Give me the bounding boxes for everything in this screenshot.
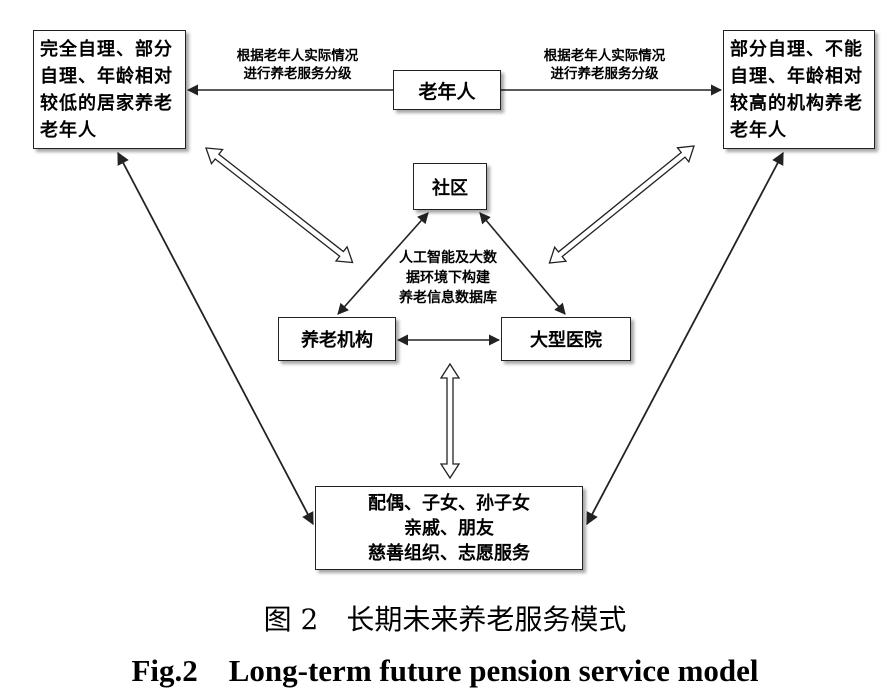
figure-caption-en: Fig.2 Long-term future pension service m… — [131, 653, 759, 688]
note-left-grading: 根据老年人实际情况 进行养老服务分级 — [236, 48, 359, 82]
box-family-support: 配偶、子女、孙子女 亲戚、朋友 慈善组织、志愿服务 — [315, 486, 583, 570]
family-line-3: 慈善组织、志愿服务 — [368, 542, 530, 564]
note-center-database: 人工智能及大数 据环境下构建 养老信息数据库 — [399, 250, 497, 306]
note-right-grading: 根据老年人实际情况 进行养老服务分级 — [543, 48, 666, 82]
hollow-arrow-center — [439, 362, 461, 480]
arrow-right-to-family — [586, 151, 784, 526]
box-elderly: 老年人 — [393, 70, 501, 110]
box-pension-institution-text: 养老机构 — [301, 330, 373, 351]
figure-caption-cn: 图 2 长期未来养老服务模式 — [263, 603, 627, 636]
box-large-hospital-text: 大型医院 — [530, 330, 602, 351]
hollow-arrow-right — [548, 145, 695, 264]
box-home-care-elderly: 完全自理、部分自理、年龄相对较低的居家养老老年人 — [33, 30, 186, 149]
arrow-community-to-institution — [337, 212, 429, 315]
box-institution-care-elderly-text: 部分自理、不能自理、年龄相对较高的机构养老老年人 — [730, 39, 863, 141]
box-community-text: 社区 — [432, 177, 468, 199]
box-pension-institution: 养老机构 — [278, 317, 396, 361]
box-home-care-elderly-text: 完全自理、部分自理、年龄相对较低的居家养老老年人 — [40, 39, 173, 141]
hollow-arrow-left — [205, 147, 354, 264]
box-elderly-text: 老年人 — [418, 80, 476, 103]
arrow-left-to-family — [117, 151, 314, 526]
arrow-community-to-hospital — [479, 212, 566, 315]
box-large-hospital: 大型医院 — [501, 317, 631, 361]
family-line-1: 配偶、子女、孙子女 — [368, 492, 530, 514]
box-institution-care-elderly: 部分自理、不能自理、年龄相对较高的机构养老老年人 — [723, 30, 875, 149]
family-line-2: 亲戚、朋友 — [404, 517, 494, 539]
box-community: 社区 — [413, 163, 487, 210]
